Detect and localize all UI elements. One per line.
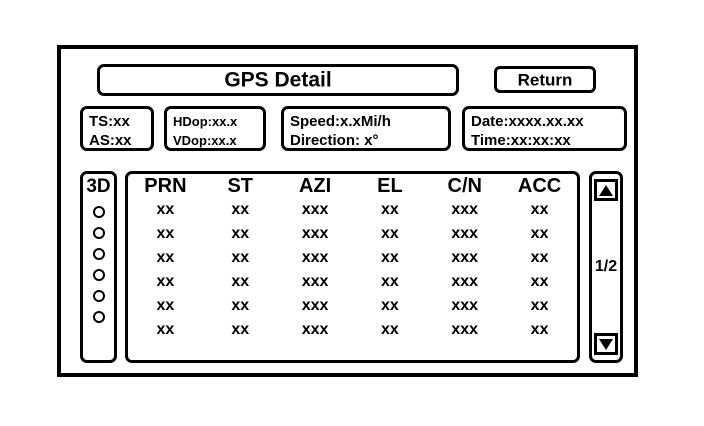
cell-acc: xx: [530, 249, 549, 266]
cell-azi: xxx: [301, 273, 329, 290]
page-title-box: GPS Detail: [97, 64, 459, 96]
satellite-table: PRN ST AZI EL C/N ACC xx xx xxx xx xxx x…: [128, 174, 577, 342]
cell-azi: xxx: [301, 249, 329, 266]
fix-type-label: 3D: [86, 176, 111, 197]
return-button-label: Return: [517, 70, 573, 89]
column-header-st: ST: [227, 175, 254, 197]
page-title: GPS Detail: [224, 68, 332, 92]
cell-st: xx: [231, 249, 250, 266]
cell-cn: xxx: [451, 273, 479, 290]
available-satellites-value: AS:xx: [89, 132, 132, 149]
table-row: xx xx xxx xx xxx xx: [128, 318, 577, 342]
table-row: xx xx xxx xx xxx xx: [128, 246, 577, 270]
cell-cn: xxx: [451, 321, 479, 338]
scroll-down-button[interactable]: [594, 333, 618, 355]
direction-value: Direction: x°: [290, 132, 379, 149]
cell-cn: xxx: [451, 297, 479, 314]
cell-prn: xx: [156, 249, 175, 266]
cell-acc: xx: [530, 273, 549, 290]
table-row: xx xx xxx xx xxx xx: [128, 294, 577, 318]
cell-el: xx: [381, 273, 399, 290]
cell-st: xx: [231, 225, 250, 242]
cell-st: xx: [231, 201, 250, 218]
scroll-up-button[interactable]: [594, 179, 618, 201]
cell-el: xx: [381, 321, 399, 338]
cell-prn: xx: [156, 297, 175, 314]
status-box-motion: Speed:x.xMi/h Direction: x°: [281, 106, 451, 151]
table-row: xx xx xxx xx xxx xx: [128, 270, 577, 294]
status-box-datetime: Date:xxxx.xx.xx Time:xx:xx:xx: [462, 106, 627, 151]
table-header-row: PRN ST AZI EL C/N ACC: [128, 174, 577, 198]
status-box-dop: HDop:xx.x VDop:xx.x: [164, 106, 266, 151]
fix-indicator-dot: [92, 248, 105, 260]
gps-detail-screen: GPS Detail Return TS:xx AS:xx HDop:xx.x …: [57, 45, 638, 377]
fix-indicator-dot: [92, 269, 105, 281]
cell-st: xx: [231, 273, 250, 290]
time-value: Time:xx:xx:xx: [471, 132, 571, 149]
page-indicator: 1/2: [594, 258, 618, 275]
cell-cn: xxx: [451, 249, 479, 266]
date-value: Date:xxxx.xx.xx: [471, 113, 584, 130]
cell-cn: xxx: [451, 201, 479, 218]
cell-acc: xx: [530, 321, 549, 338]
cell-el: xx: [381, 249, 399, 266]
triangle-down-icon: [599, 338, 613, 350]
cell-acc: xx: [530, 297, 549, 314]
table-row: xx xx xxx xx xxx xx: [128, 198, 577, 222]
column-header-cn: C/N: [447, 175, 482, 197]
cell-el: xx: [381, 225, 399, 242]
fix-indicator-dot: [92, 311, 105, 323]
satellite-table-panel: PRN ST AZI EL C/N ACC xx xx xxx xx xxx x…: [125, 171, 580, 363]
cell-azi: xxx: [301, 225, 329, 242]
status-box-satellites: TS:xx AS:xx: [80, 106, 154, 151]
speed-value: Speed:x.xMi/h: [290, 113, 391, 130]
triangle-up-icon: [599, 184, 613, 196]
cell-el: xx: [381, 201, 399, 218]
vdop-value: VDop:xx.x: [173, 133, 237, 148]
column-header-prn: PRN: [144, 175, 187, 197]
return-button[interactable]: Return: [494, 66, 596, 93]
cell-el: xx: [381, 297, 399, 314]
cell-acc: xx: [530, 201, 549, 218]
tracked-satellites-value: TS:xx: [89, 113, 130, 130]
cell-st: xx: [231, 321, 250, 338]
fix-indicator-dot: [92, 227, 105, 239]
cell-azi: xxx: [301, 201, 329, 218]
cell-acc: xx: [530, 225, 549, 242]
column-header-azi: AZI: [298, 175, 332, 197]
cell-cn: xxx: [451, 225, 479, 242]
cell-st: xx: [231, 297, 250, 314]
cell-prn: xx: [156, 225, 175, 242]
cell-prn: xx: [156, 201, 175, 218]
column-header-acc: ACC: [517, 175, 562, 197]
cell-azi: xxx: [301, 321, 329, 338]
table-row: xx xx xxx xx xxx xx: [128, 222, 577, 246]
hdop-value: HDop:xx.x: [173, 114, 238, 129]
cell-prn: xx: [156, 321, 175, 338]
cell-prn: xx: [156, 273, 175, 290]
pagination-panel: 1/2: [589, 171, 623, 363]
fix-indicator-dot: [92, 206, 105, 218]
column-header-el: EL: [377, 175, 403, 197]
cell-azi: xxx: [301, 297, 329, 314]
fix-indicator-dot: [92, 290, 105, 302]
fix-type-panel: 3D: [80, 171, 117, 363]
